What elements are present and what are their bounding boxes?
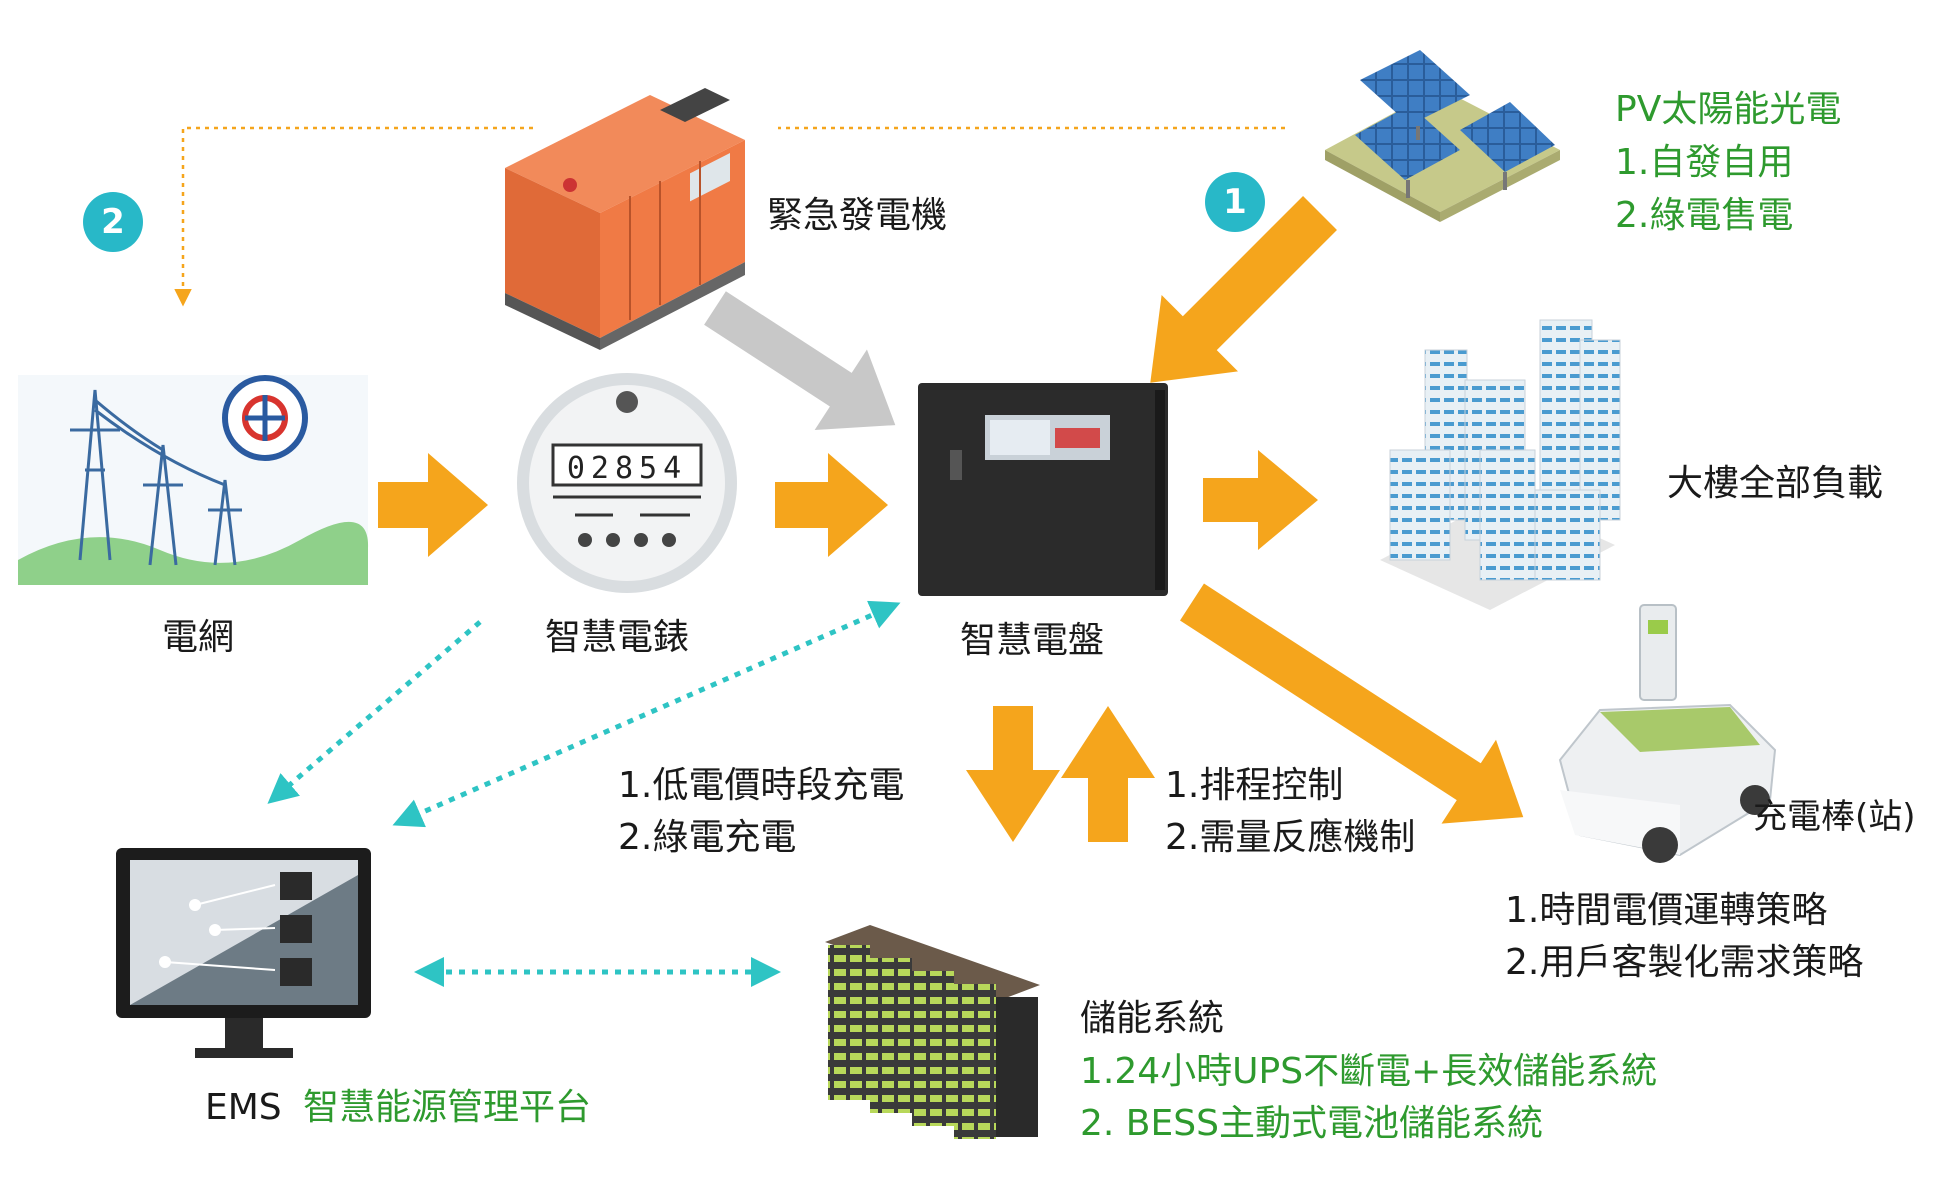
- panel-label: 智慧電盤: [960, 620, 1105, 661]
- arrow-panel-to-ev: [1180, 583, 1524, 824]
- grid-label: 電網: [162, 617, 235, 658]
- ems-name: 智慧能源管理平台: [303, 1087, 592, 1128]
- panel-illustration: [918, 383, 1168, 596]
- badge-one: 1: [1205, 172, 1265, 232]
- control-line2: 2.需量反應機制: [1165, 817, 1416, 858]
- arrow-generator-to-panel: [704, 291, 896, 430]
- arrow-meter-to-panel: [775, 453, 888, 557]
- ems-prefix: EMS: [205, 1087, 282, 1128]
- ev-strategy-line1: 1.時間電價運轉策略: [1505, 890, 1828, 931]
- pv-title: PV太陽能光電: [1615, 89, 1842, 130]
- building-label: 大樓全部負載: [1667, 463, 1884, 504]
- backfeed-dotted-line: [174, 126, 1285, 307]
- ev-illustration: [1558, 604, 1777, 863]
- arrow-panel-to-storage: [966, 706, 1060, 842]
- meter-label: 智慧電錶: [545, 617, 690, 658]
- buildings-illustration: [1380, 319, 1621, 610]
- arrow-grid-to-meter: [378, 453, 488, 557]
- arrow-panel-to-building: [1203, 450, 1318, 550]
- flow-arrows: [378, 196, 1524, 842]
- ems-monitor-illustration: [116, 848, 371, 1058]
- meter-illustration: [517, 373, 737, 593]
- ev-strategy-line2: 2.用戶客製化需求策略: [1505, 942, 1864, 983]
- charge-line2: 2.綠電充電: [618, 817, 797, 858]
- generator-illustration: [505, 88, 745, 350]
- control-line1: 1.排程控制: [1165, 765, 1344, 806]
- generator-label: 緊急發電機: [767, 195, 948, 236]
- storage-line1: 1.24小時UPS不斷電+長效儲能系統: [1080, 1051, 1658, 1092]
- solar-illustration: [1325, 50, 1560, 222]
- arrow-pv-to-panel: [1150, 196, 1337, 383]
- badge-two: 2: [83, 192, 143, 252]
- storage-line2: 2. BESS主動式電池儲能系統: [1080, 1103, 1543, 1144]
- pv-line2: 2.綠電售電: [1615, 195, 1794, 236]
- storage-title: 儲能系統: [1080, 998, 1225, 1039]
- pv-line1: 1.自發自用: [1615, 142, 1794, 183]
- arrow-storage-to-panel: [1061, 706, 1155, 842]
- comm-meter-ems: [267, 620, 482, 804]
- meter-reading: 02854: [567, 451, 687, 486]
- storage-illustration: [825, 925, 1040, 1139]
- ev-charger-label: 充電棒(站): [1753, 797, 1916, 837]
- grid-illustration: [18, 375, 369, 585]
- charge-line1: 1.低電價時段充電: [618, 765, 905, 806]
